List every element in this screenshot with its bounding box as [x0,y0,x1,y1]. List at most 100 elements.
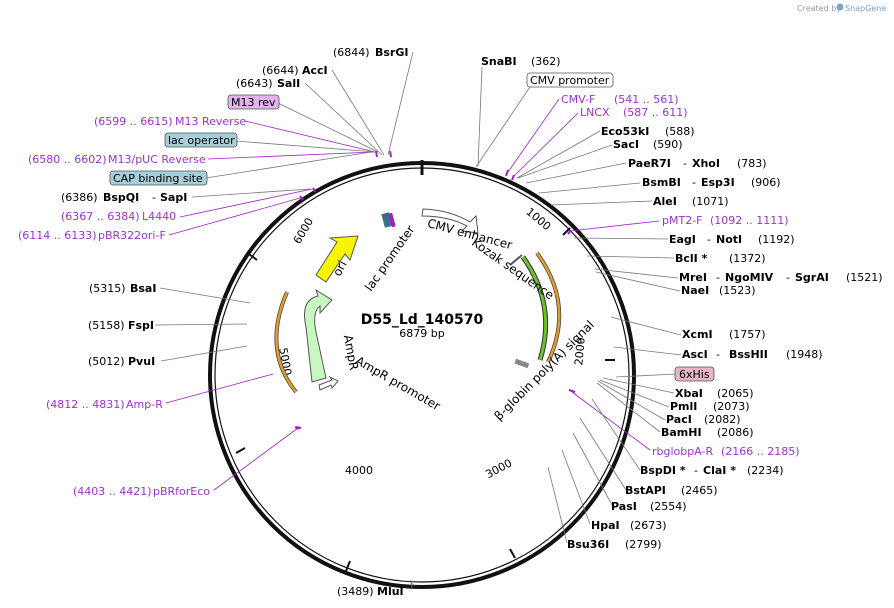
primer-marks [294,150,576,430]
svg-text:(1071): (1071) [692,195,729,208]
ori-arrow [315,235,359,283]
svg-text:BssHII: BssHII [729,348,768,361]
svg-text:(4812 .. 4831): (4812 .. 4831) [46,398,125,411]
globin-arc [521,256,548,361]
primer-rbglobpa-r: rbglobpA-R (2166 .. 2185) [652,445,800,458]
primer-cmv-f: CMV-F (541 .. 561) [561,93,679,106]
svg-text:MreI: MreI [679,271,707,284]
enzyme-alei: AleI (1071) [653,195,729,208]
svg-text:XcmI: XcmI [682,328,713,341]
enzyme-xbai: XbaI (2065) [675,387,754,400]
svg-text:BsaI: BsaI [130,282,156,295]
svg-text:lac operator: lac operator [168,134,235,147]
enzyme-paer7i-xhoi: PaeR7I - XhoI (783) [628,157,767,170]
svg-text:SgrAI: SgrAI [795,271,829,284]
cmv-enhancer-arrow [421,208,479,234]
svg-text:(906): (906) [751,176,781,189]
svg-text:-: - [694,464,698,477]
brand-text: SnapGene [845,4,886,13]
enzyme-snabi: SnaBI (362) [481,55,561,68]
tick-6000: 6000 [291,216,316,247]
svg-text:(1757): (1757) [729,328,766,341]
svg-text:PaeR7I: PaeR7I [628,157,671,170]
svg-text:BspQI: BspQI [103,191,139,204]
lac-promoter-label: lac promoter [362,223,418,294]
enzyme-bamhi: BamHI (2086) [661,426,754,439]
svg-text:(2234): (2234) [747,464,784,477]
polya-mark [514,358,530,369]
svg-text:rbglobpA-R: rbglobpA-R [652,445,713,458]
svg-text:(3489): (3489) [337,585,374,598]
enzyme-pmli: PmlI (2073) [670,400,750,413]
enzyme-bsrgi: (6844) BsrGI [333,46,408,59]
tick-4000: 4000 [345,464,373,477]
ampr-promoter-arrow [318,375,339,391]
primer-m13-reverse: (6599 .. 6615) M13 Reverse [94,115,246,128]
boxed-feature-6xhis: 6xHis [674,366,715,382]
primer-amp-r: (4812 .. 4831) Amp-R [46,398,163,411]
svg-text:EagI: EagI [669,233,696,246]
svg-text:(2086): (2086) [717,426,754,439]
svg-text:(362): (362) [531,55,561,68]
svg-text:(6386): (6386) [61,191,98,204]
svg-text:L4440: L4440 [142,210,176,223]
svg-text:XbaI: XbaI [675,387,703,400]
tick-1000-mark [562,227,571,236]
enzyme-bcli: BclI * (1372) [675,252,766,265]
svg-text:Eco53kI: Eco53kI [601,125,649,138]
tick-1000: 1000 [523,205,553,233]
enzyme-bstapi: BstAPI (2465) [625,484,718,497]
svg-text:HpaI: HpaI [591,519,620,532]
svg-text:SalI: SalI [277,77,300,90]
svg-text:LNCX: LNCX [580,106,610,119]
svg-text:(2673): (2673) [630,519,667,532]
enzyme-bspqi-sapi: (6386) BspQI - SapI [61,191,187,204]
svg-text:pBRforEco: pBRforEco [153,485,210,498]
svg-text:(588): (588) [665,125,695,138]
svg-text:(783): (783) [737,157,767,170]
snapgene-logo-icon [836,3,844,11]
svg-text:(1372): (1372) [729,252,766,265]
enzyme-mlui: (3489) MluI [337,585,404,598]
enzyme-asci-bsshii: AscI - BssHII (1948) [682,348,823,361]
tick-5000-mark [235,447,246,454]
enzyme-saci: SacI (590) [613,138,683,151]
ampr-arrow [304,288,333,383]
boxed-feature-cmv-promoter: CMV promoter [526,72,614,88]
kozak-label: Kozak sequence [469,235,556,302]
enzyme-fspi: (5158) FspI [88,319,154,332]
tick-3000: 3000 [483,456,514,481]
ampr-label: AmpR [341,334,361,372]
svg-text:Esp3I: Esp3I [701,176,735,189]
svg-text:SacI: SacI [613,138,639,151]
svg-text:M13 rev: M13 rev [231,96,276,109]
enzyme-bspdi-clai: BspDI * - ClaI * (2234) [640,464,784,477]
svg-text:(2073): (2073) [713,400,750,413]
svg-text:-: - [786,271,790,284]
svg-text:(2065): (2065) [717,387,754,400]
enzyme-naei: NaeI (1523) [681,284,756,297]
boxed-feature-m13-rev: M13 rev [227,94,280,110]
svg-text:NotI: NotI [716,233,742,246]
primer-m13-puc-reverse: (6580 .. 6602) M13/pUC Reverse [28,153,206,166]
primer-pbrforeco: (4403 .. 4421) pBRforEco [73,485,210,498]
feature-shapes [274,208,562,394]
enzyme-mrei-ngomiv-sgrai: MreI - NgoMIV - SgrAI (1521) [679,271,883,284]
tick-3000-mark [509,548,516,559]
enzyme-pvui: (5012) PvuI [88,355,155,368]
svg-text:PvuI: PvuI [128,355,155,368]
svg-text:BspDI *: BspDI * [640,464,686,477]
svg-text:(6599 .. 6615): (6599 .. 6615) [94,115,173,128]
svg-text:BstAPI: BstAPI [625,484,666,497]
svg-text:SnaBI: SnaBI [481,55,517,68]
ori-label: ori [330,258,350,278]
svg-text:(4403 .. 4421): (4403 .. 4421) [73,485,152,498]
svg-text:(541 .. 561): (541 .. 561) [614,93,679,106]
svg-text:M13 Reverse: M13 Reverse [175,115,246,128]
svg-text:-: - [716,348,720,361]
tick-2000: 2000 [572,337,587,366]
svg-text:Amp-R: Amp-R [126,398,163,411]
svg-text:6xHis: 6xHis [679,368,710,381]
svg-text:(5158): (5158) [88,319,125,332]
